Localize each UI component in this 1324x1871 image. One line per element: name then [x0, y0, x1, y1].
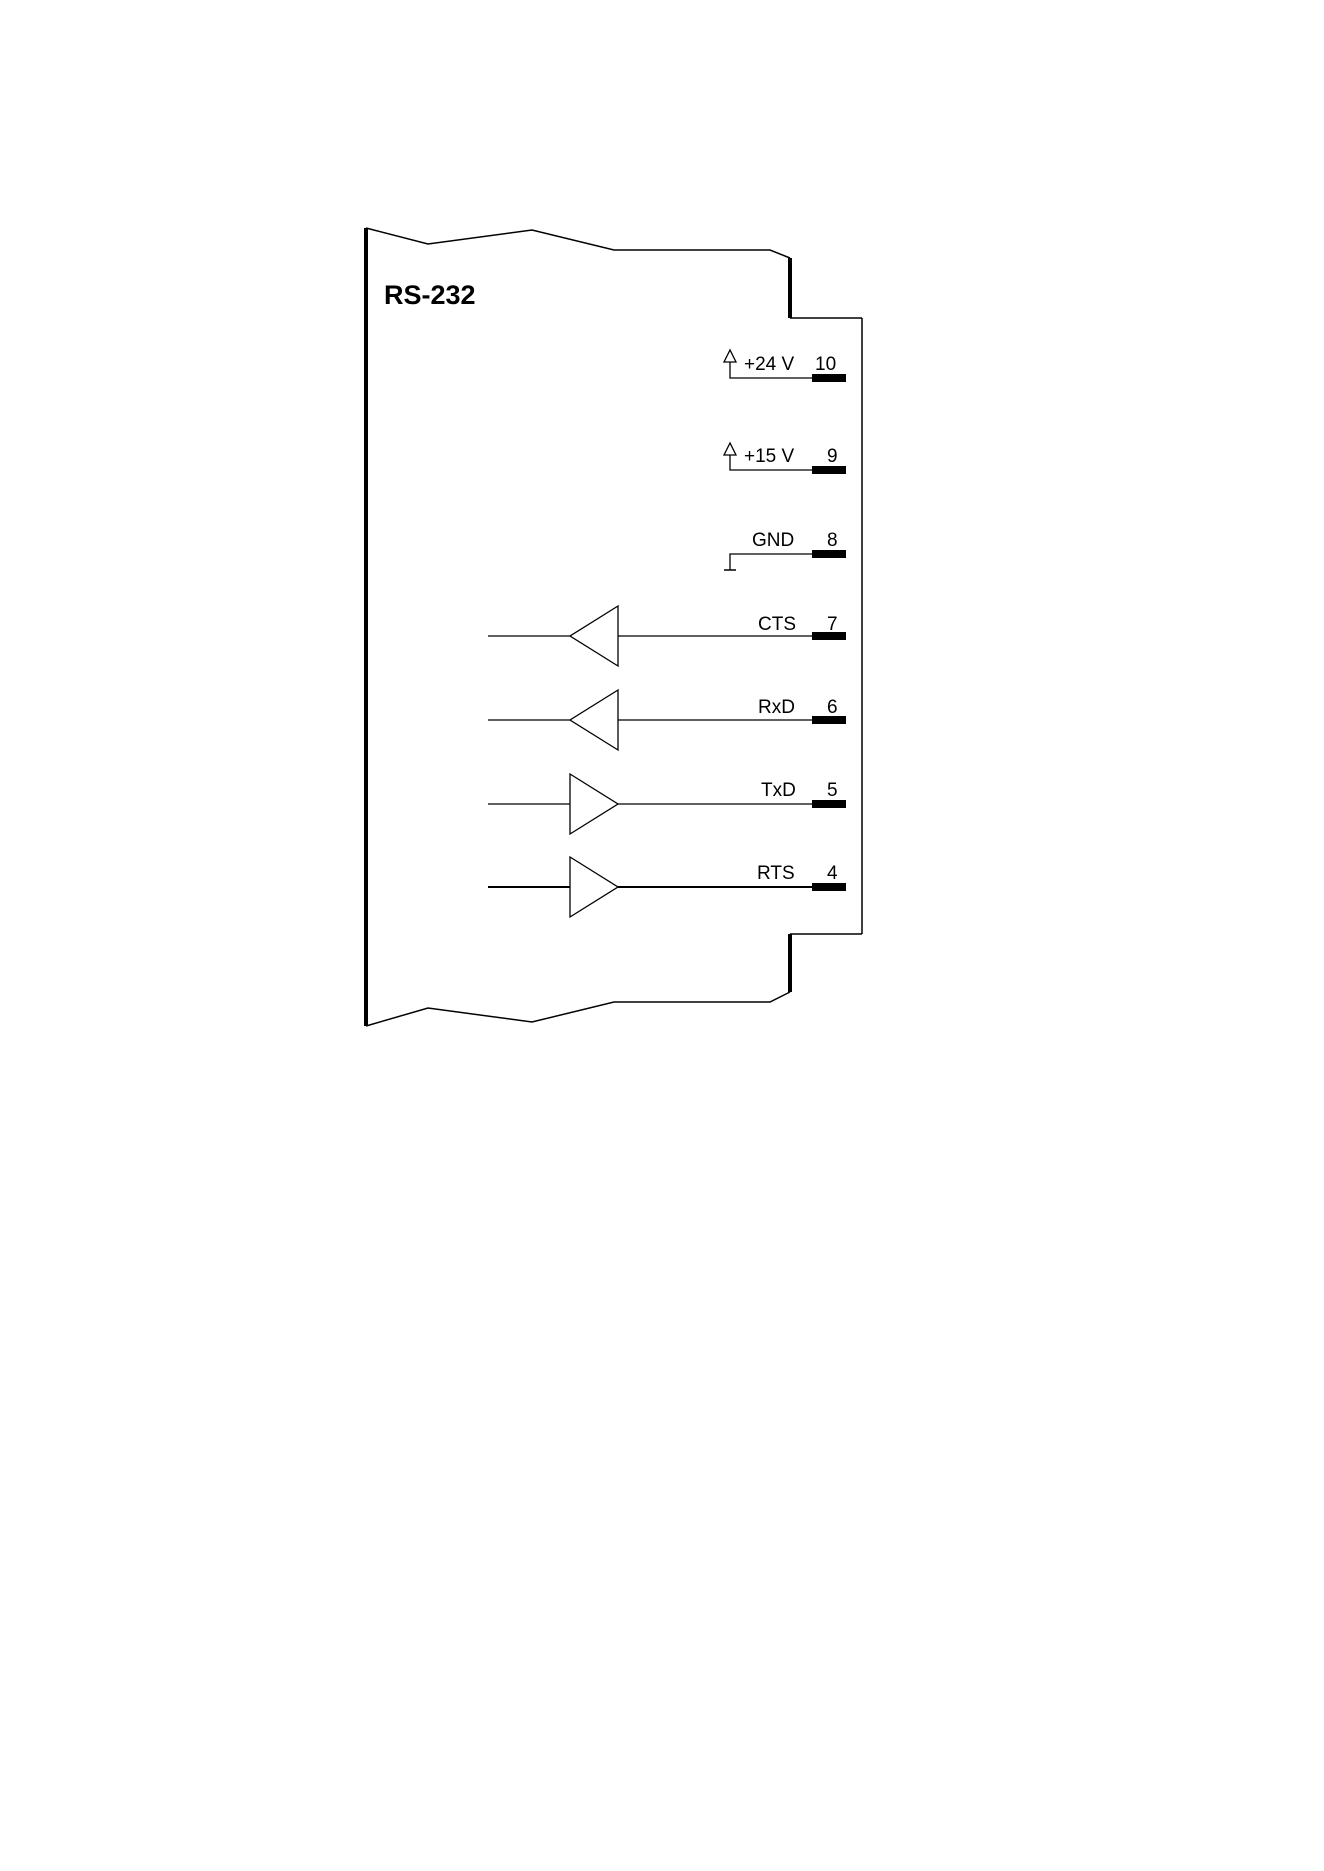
pin-terminal-5	[812, 800, 846, 808]
pin-terminal-8	[812, 550, 846, 558]
pin-number-9: 9	[827, 446, 838, 467]
module-title: RS-232	[384, 280, 476, 310]
receiver-buffer-icon	[570, 690, 618, 750]
signal-label-cts: CTS	[758, 614, 796, 635]
signal-row-rxd: RxD 6	[488, 690, 846, 750]
pin-number-7: 7	[827, 614, 838, 635]
supply-label-24v: +24 V	[744, 354, 795, 375]
supply-arrow-icon	[724, 350, 736, 362]
pin-terminal-4	[812, 883, 846, 891]
pin-number-4: 4	[827, 863, 838, 884]
supply-row-15v: +15 V 9	[724, 443, 846, 474]
supply-row-24v: +24 V 10	[724, 350, 846, 382]
supply-label-15v: +15 V	[744, 446, 795, 467]
pin-terminal-9	[812, 466, 846, 474]
signal-label-rts: RTS	[757, 863, 795, 884]
signal-label-rxd: RxD	[758, 697, 795, 718]
pin-number-6: 6	[827, 697, 838, 718]
receiver-buffer-icon	[570, 606, 618, 666]
ground-row: GND 8	[724, 530, 846, 570]
pin-number-8: 8	[827, 530, 838, 551]
signal-row-txd: TxD 5	[488, 774, 846, 834]
pin-number-10: 10	[815, 354, 836, 375]
signal-row-cts: CTS 7	[488, 606, 846, 666]
signal-label-txd: TxD	[761, 780, 796, 801]
signal-row-rts: RTS 4	[488, 857, 846, 917]
supply-arrow-icon	[724, 443, 736, 455]
module-top-break-line	[366, 228, 790, 258]
pin-number-5: 5	[827, 780, 838, 801]
driver-buffer-icon	[570, 774, 618, 834]
ground-wire	[730, 554, 812, 570]
module-bottom-break-line	[366, 992, 790, 1026]
pin-terminal-10	[812, 374, 846, 382]
ground-label: GND	[752, 530, 794, 551]
driver-buffer-icon	[570, 857, 618, 917]
